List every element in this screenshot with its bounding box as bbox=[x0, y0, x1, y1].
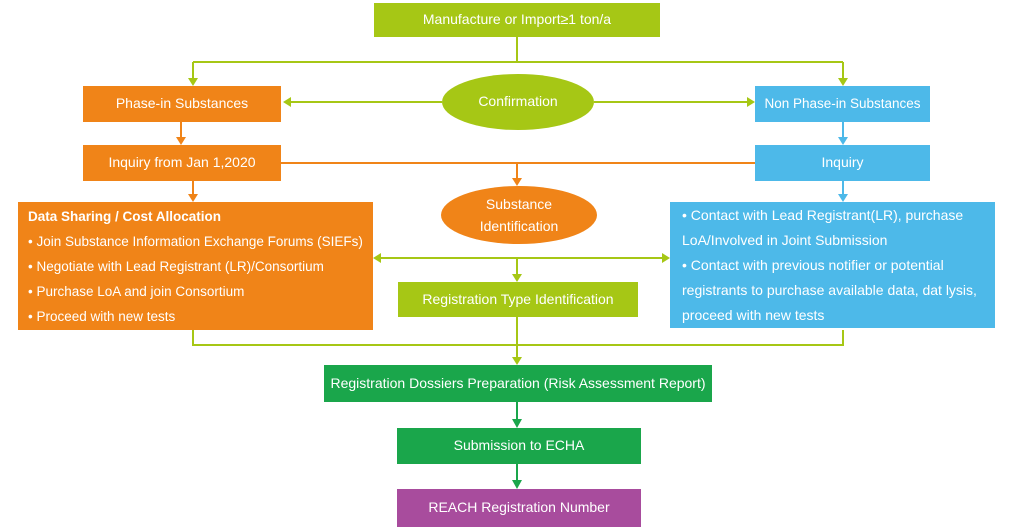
node-non-phase-in-substances: Non Phase-in Substances bbox=[755, 86, 930, 122]
arrow-top-to-substance-boxes bbox=[188, 37, 848, 86]
node-substance-identification: Substance Identification bbox=[441, 186, 597, 244]
contact-bullet: • Contact with previous notifier or pote… bbox=[682, 256, 977, 323]
data-sharing-bullet: • Purchase LoA and join Consortium bbox=[28, 283, 245, 299]
data-sharing-bullet: • Negotiate with Lead Registrant (LR)/Co… bbox=[28, 258, 324, 274]
data-sharing-bullet: • Join Substance Information Exchange Fo… bbox=[28, 233, 363, 249]
node-confirmation: Confirmation bbox=[442, 74, 594, 130]
node-manufacture-import: Manufacture or Import≥1 ton/a bbox=[374, 3, 660, 37]
data-sharing-title: Data Sharing / Cost Allocation bbox=[28, 208, 222, 224]
node-contact-lead-registrant: • Contact with Lead Registrant(LR), purc… bbox=[670, 202, 995, 328]
node-registration-dossiers-preparation: Registration Dossiers Preparation (Risk … bbox=[324, 365, 712, 402]
node-inquiry-from-2020: Inquiry from Jan 1,2020 bbox=[83, 145, 281, 181]
node-phase-in-substances: Phase-in Substances bbox=[83, 86, 281, 122]
data-sharing-bullet: • Proceed with new tests bbox=[28, 308, 176, 324]
arrow-bottom-chain bbox=[512, 402, 522, 489]
node-reach-registration-number: REACH Registration Number bbox=[397, 489, 641, 527]
contact-bullet: • Contact with Lead Registrant(LR), purc… bbox=[682, 206, 964, 248]
arrow-merge-to-dossiers bbox=[192, 317, 844, 365]
arrow-phase-in-chain bbox=[176, 122, 755, 202]
node-data-sharing-cost-allocation: Data Sharing / Cost Allocation • Join Su… bbox=[18, 202, 373, 330]
arrow-non-phase-in-chain bbox=[838, 122, 848, 202]
arrow-junction-to-big-boxes bbox=[373, 253, 670, 282]
node-inquiry: Inquiry bbox=[755, 145, 930, 181]
arrow-confirmation-to-sides bbox=[283, 97, 755, 107]
node-submission-to-echa: Submission to ECHA bbox=[397, 428, 641, 464]
node-registration-type-identification: Registration Type Identification bbox=[398, 282, 638, 317]
